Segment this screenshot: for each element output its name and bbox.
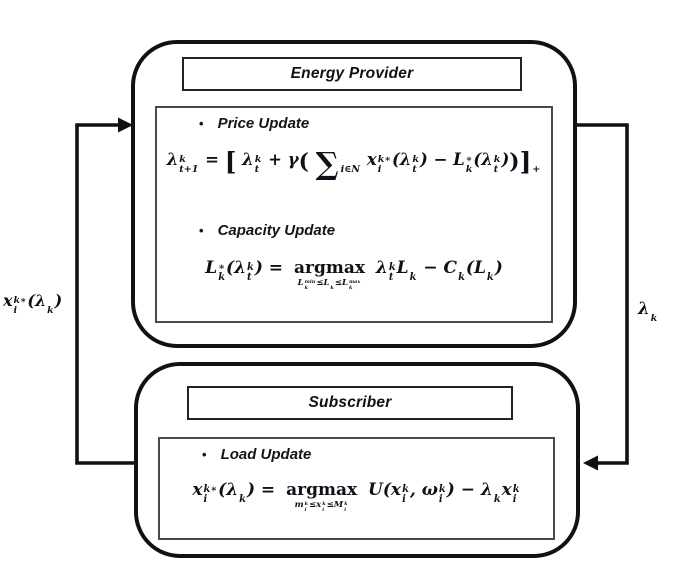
bullet-icon: • <box>202 447 207 462</box>
capacity-update-item: • Capacity Update <box>199 222 335 239</box>
capacity-update-label: Capacity Update <box>217 222 336 239</box>
energy-provider-content-box <box>155 106 553 323</box>
energy-provider-title: Energy Provider <box>290 65 414 82</box>
load-update-item: • Load Update <box>202 446 311 463</box>
price-update-item: • Price Update <box>199 115 309 132</box>
price-update-label: Price Update <box>217 115 310 132</box>
subscriber-to-provider-arrow <box>75 123 134 465</box>
arrowhead-left-icon <box>583 455 598 471</box>
subscriber-title: Subscriber <box>308 394 392 411</box>
subscriber-content-box <box>158 437 555 540</box>
subscriber-title-box: Subscriber <box>187 386 513 420</box>
bullet-icon: • <box>199 116 204 131</box>
load-update-label: Load Update <box>220 446 312 463</box>
bullet-icon: • <box>199 223 204 238</box>
energy-provider-title-box: Energy Provider <box>182 57 522 91</box>
provider-to-subscriber-arrow <box>576 123 629 465</box>
